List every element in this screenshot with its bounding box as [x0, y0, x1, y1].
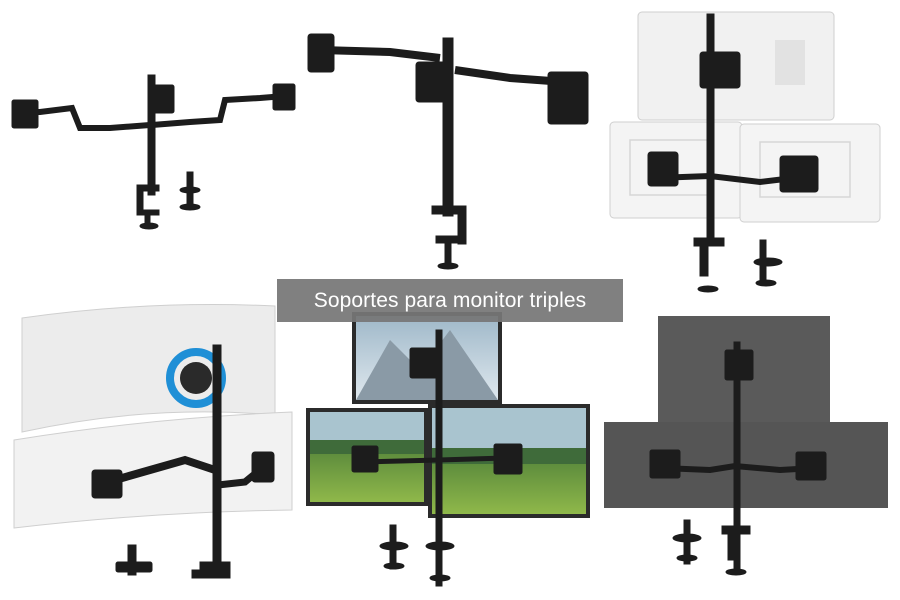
landscape-monitors-mount-photo [300, 300, 600, 600]
collage-caption: Soportes para monitor triples [277, 279, 623, 322]
curved-ultrawide-mount-photo [0, 300, 300, 600]
white-monitors-mount-photo [600, 0, 900, 300]
triple-arm-mount-photo-2 [300, 0, 600, 280]
grey-monitors-mount-photo [600, 300, 900, 600]
triple-arm-mount-photo-1 [0, 0, 300, 280]
